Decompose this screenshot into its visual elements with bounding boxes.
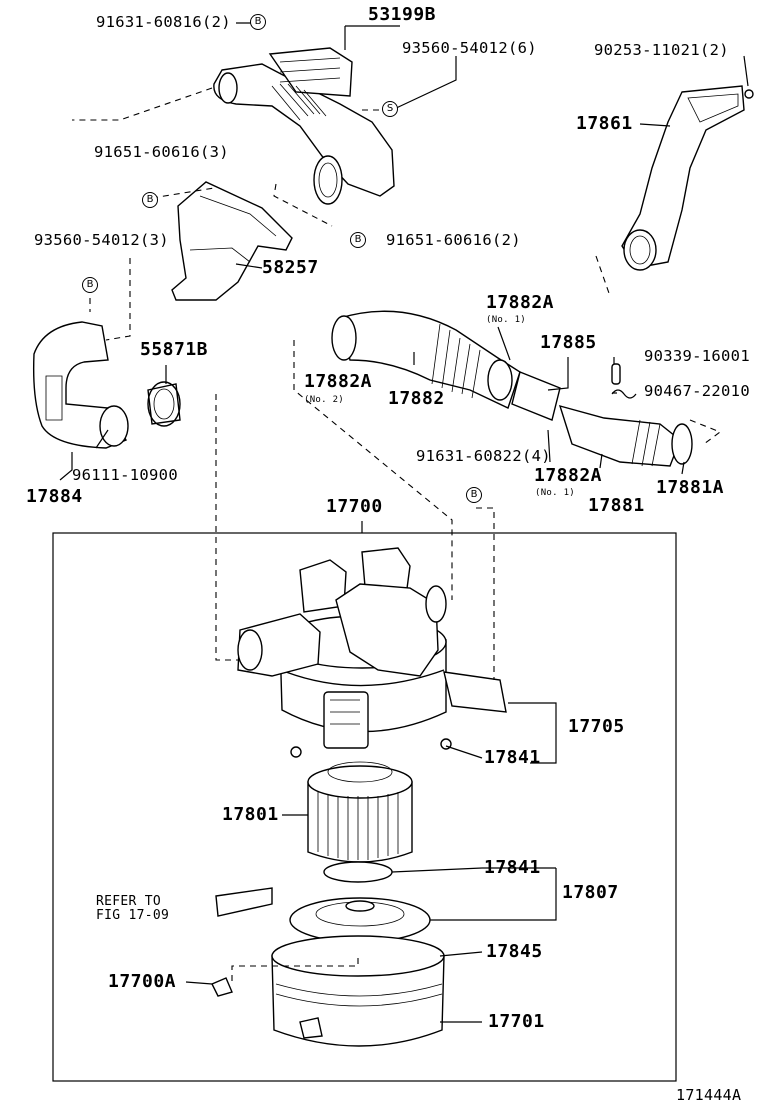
label-17861: 17861 xyxy=(576,113,633,134)
gasket-17841 xyxy=(323,861,393,883)
refer-note-line-2: FIG 17-09 xyxy=(96,908,170,923)
label-93560-54012-6: 93560-54012(6) xyxy=(402,39,537,57)
label-17885: 17885 xyxy=(540,332,597,353)
clip-17700a xyxy=(211,977,233,997)
leader-lines xyxy=(59,22,749,1023)
diagram-id: 171444A xyxy=(676,1086,742,1104)
label-17845: 17845 xyxy=(486,941,543,962)
label-17841-a: 17841 xyxy=(484,747,541,768)
label-17882a-bottom-no: (No. 1) xyxy=(535,488,576,498)
bowl-17701 xyxy=(271,935,445,1047)
clip-90467 xyxy=(611,389,637,399)
label-90467-22010: 90467-22010 xyxy=(644,382,750,400)
filter-element-17801 xyxy=(307,761,413,863)
label-17881: 17881 xyxy=(588,495,645,516)
b-badge-icon: B xyxy=(350,232,366,248)
label-17700: 17700 xyxy=(326,496,383,517)
label-17882a-bottom: 17882A xyxy=(534,465,603,486)
label-17701: 17701 xyxy=(488,1011,545,1032)
tube-17885 xyxy=(511,371,561,421)
clamp-90339 xyxy=(611,363,621,385)
label-17882a-left: 17882A xyxy=(304,371,373,392)
label-17882a-top: 17882A xyxy=(486,292,555,313)
label-91651-60616-3: 91651-60616(3) xyxy=(94,143,229,161)
label-17882a-top-no: (No. 1) xyxy=(486,315,527,325)
label-17882a-left-no: (No. 2) xyxy=(304,395,345,405)
b-badge-icon: B xyxy=(250,14,266,30)
b-badge-icon: B xyxy=(466,487,482,503)
dashed-routes xyxy=(72,87,722,984)
label-17882: 17882 xyxy=(388,388,445,409)
label-91631-60816: 91631-60816(2) xyxy=(96,13,231,31)
label-90339-16001: 90339-16001 xyxy=(644,347,750,365)
label-17807: 17807 xyxy=(562,882,619,903)
b-badge-icon: B xyxy=(142,192,158,208)
hose-17881 xyxy=(558,404,693,467)
label-53199b: 53199B xyxy=(368,4,437,25)
label-17700a: 17700A xyxy=(108,971,177,992)
air-cleaner-body-17705 xyxy=(237,547,507,758)
s-badge-icon: S xyxy=(382,101,398,117)
b-badge-icon: B xyxy=(82,277,98,293)
pipe-17861 xyxy=(621,85,754,271)
label-58257: 58257 xyxy=(262,257,319,278)
label-96111-10900: 96111-10900 xyxy=(72,466,178,484)
label-17884: 17884 xyxy=(26,486,83,507)
refer-note-line-1: REFER TO xyxy=(96,894,162,909)
label-17841-b: 17841 xyxy=(484,857,541,878)
label-17705: 17705 xyxy=(568,716,625,737)
label-93560-54012-3: 93560-54012(3) xyxy=(34,231,169,249)
label-17801: 17801 xyxy=(222,804,279,825)
label-91651-60616-2: 91651-60616(2) xyxy=(386,231,521,249)
bracket-58257 xyxy=(171,181,293,301)
refer-part xyxy=(215,887,273,917)
label-55871b: 55871B xyxy=(140,339,209,360)
label-91631-60822: 91631-60822(4) xyxy=(416,447,551,465)
elbow-17884 xyxy=(33,321,181,449)
label-90253-11021: 90253-11021(2) xyxy=(594,41,729,59)
assembly-17700-frame xyxy=(52,532,677,1082)
duct-53199b xyxy=(213,47,395,205)
hose-17882 xyxy=(331,310,521,409)
label-17881a: 17881A xyxy=(656,477,725,498)
